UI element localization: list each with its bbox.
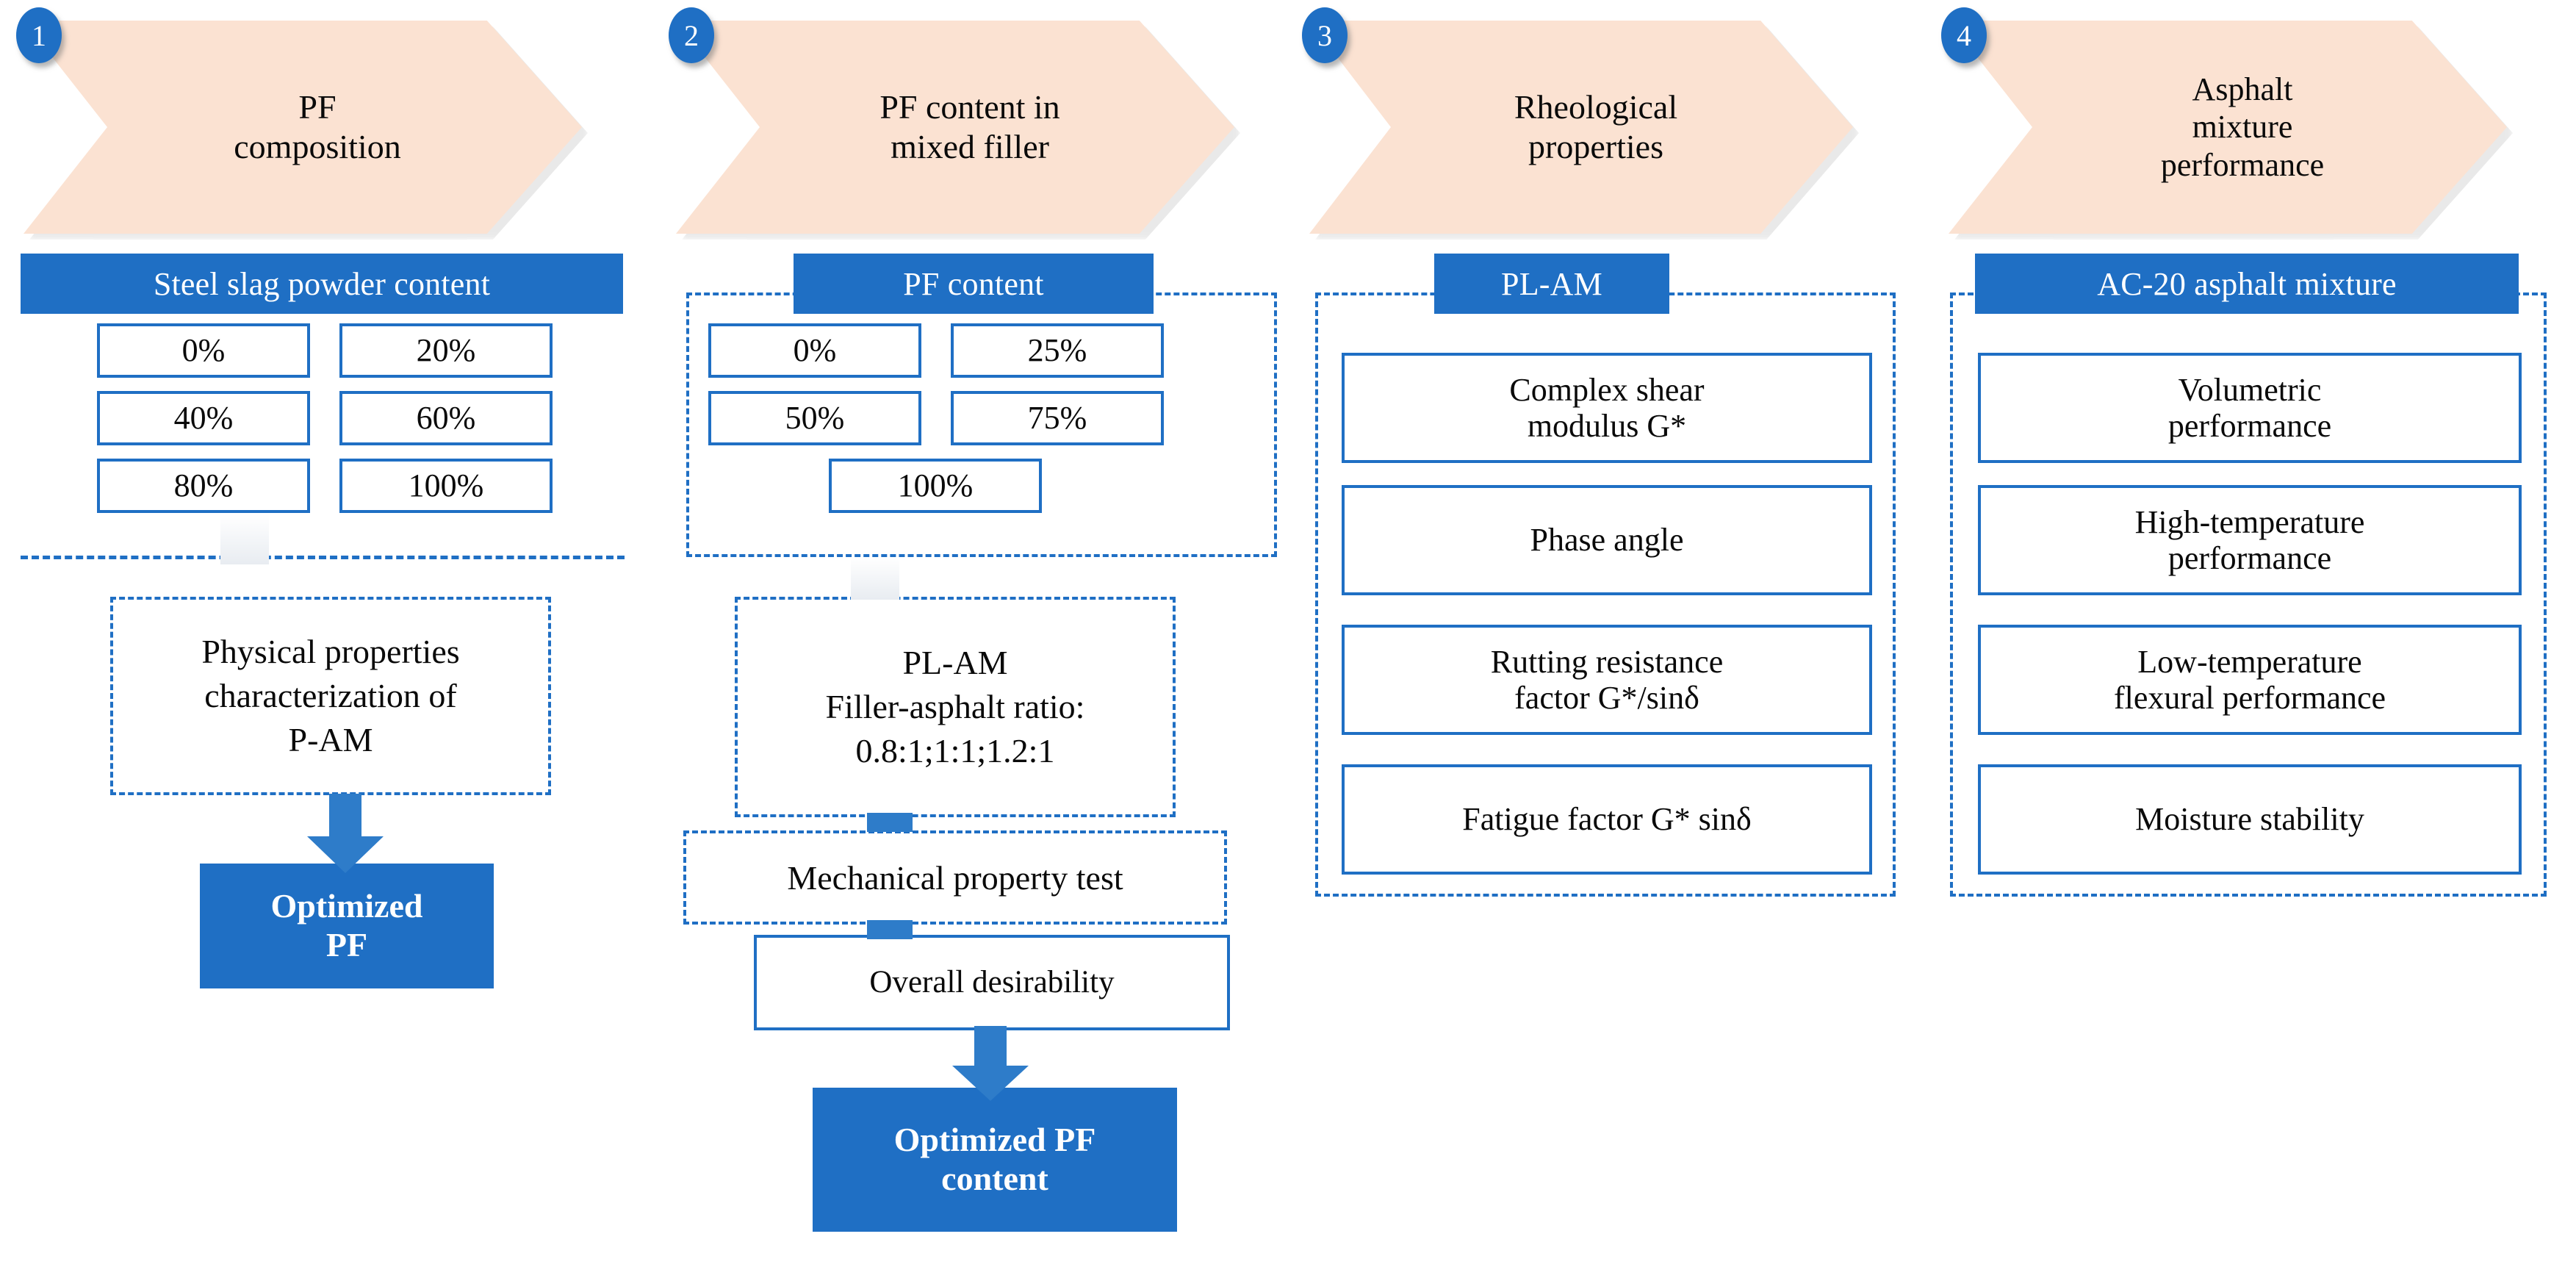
stage-banner-3[interactable]: Rheological properties (1309, 21, 1853, 234)
note-box-2: PL-AM Filler-asphalt ratio: 0.8:1;1:1;1.… (735, 597, 1176, 817)
stage-header-1: Steel slag powder content (21, 254, 623, 314)
stage-column-1: PF composition 1 Steel slag powder conte… (0, 0, 661, 988)
note-text-2: PL-AM Filler-asphalt ratio: 0.8:1;1:1;1.… (825, 644, 1085, 769)
connector-fade-1 (220, 514, 269, 564)
stage-banner-1[interactable]: PF composition (24, 21, 582, 234)
connector-stub-2b (867, 920, 913, 939)
stage-header-4: AC-20 asphalt mixture (1975, 254, 2519, 314)
measure-box[interactable]: Rutting resistance factor G*/sinδ (1342, 625, 1872, 735)
option-box[interactable]: 25% (951, 323, 1164, 378)
stage-number-badge-1: 1 (16, 7, 62, 63)
stage-group-divider-1 (21, 514, 625, 559)
test-text-2: Mechanical property test (787, 858, 1123, 897)
down-arrow-1 (301, 794, 389, 875)
option-box[interactable]: 40% (97, 391, 310, 445)
stage-column-3: Rheological properties 3 PL-AM Complex s… (1293, 0, 1940, 897)
measure-box[interactable]: Complex shear modulus G* (1342, 353, 1872, 463)
option-box[interactable]: 100% (829, 459, 1042, 513)
performance-box[interactable]: Moisture stability (1978, 764, 2522, 875)
stage-number-badge-4: 4 (1941, 7, 1987, 63)
performance-box[interactable]: Low-temperature flexural performance (1978, 625, 2522, 735)
stage-header-3: PL-AM (1434, 254, 1669, 314)
criterion-box-2[interactable]: Overall desirability (754, 935, 1230, 1030)
test-box-2: Mechanical property test (683, 830, 1227, 925)
outcome-box-1: Optimized PF (200, 864, 494, 988)
down-arrow-2 (946, 1026, 1035, 1102)
note-text-1: Physical properties characterization of … (201, 633, 460, 758)
stage-banner-4[interactable]: Asphalt mixture performance (1949, 21, 2507, 234)
measure-box[interactable]: Fatigue factor G* sinδ (1342, 764, 1872, 875)
stage-number-badge-3: 3 (1302, 7, 1348, 63)
option-box[interactable]: 100% (339, 459, 553, 513)
measure-box[interactable]: Phase angle (1342, 485, 1872, 595)
option-box[interactable]: 0% (97, 323, 310, 378)
stage-number-badge-2: 2 (669, 7, 714, 63)
option-box[interactable]: 50% (708, 391, 921, 445)
stage-column-4: Asphalt mixture performance 4 AC-20 asph… (1932, 0, 2576, 897)
stage-banner-2[interactable]: PF content in mixed filler (676, 21, 1234, 234)
option-box[interactable]: 0% (708, 323, 921, 378)
option-box[interactable]: 20% (339, 323, 553, 378)
stage-header-2: PF content (794, 254, 1154, 314)
performance-box[interactable]: High-temperature performance (1978, 485, 2522, 595)
stage-column-2: PF content in mixed filler 2 PF content … (652, 0, 1314, 1232)
note-box-1: Physical properties characterization of … (110, 597, 551, 795)
connector-fade-2 (851, 557, 899, 600)
performance-box[interactable]: Volumetric performance (1978, 353, 2522, 463)
connector-stub-2a (867, 813, 913, 832)
outcome-box-2: Optimized PF content (813, 1088, 1177, 1232)
option-box[interactable]: 75% (951, 391, 1164, 445)
option-box[interactable]: 60% (339, 391, 553, 445)
option-box[interactable]: 80% (97, 459, 310, 513)
